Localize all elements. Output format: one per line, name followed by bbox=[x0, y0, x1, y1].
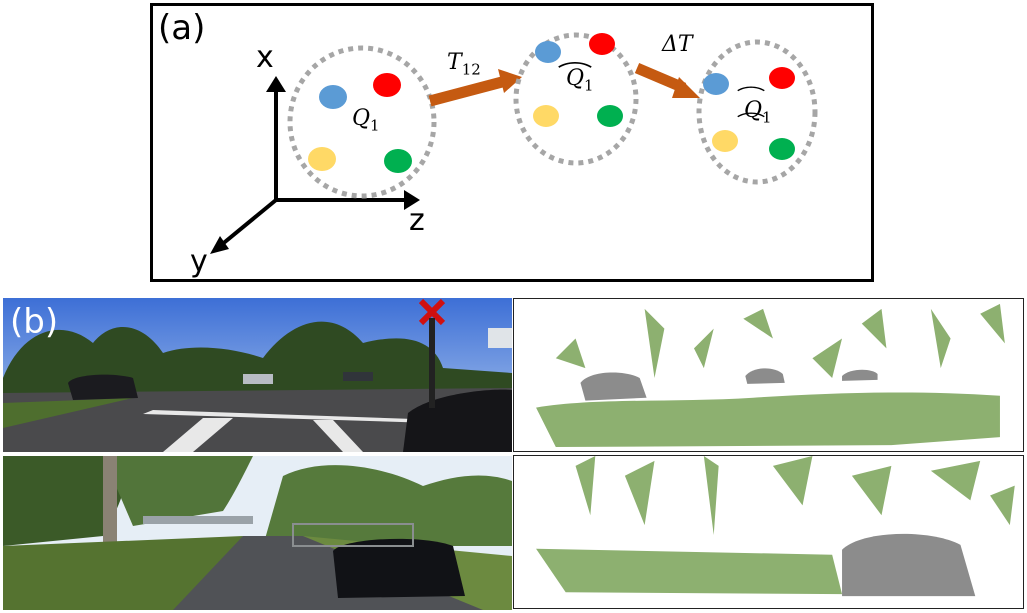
depth-map-2 bbox=[513, 455, 1024, 609]
cloud-3-yellow-point bbox=[712, 130, 738, 152]
point-cloud-3-boundary bbox=[696, 39, 818, 185]
cloud-2-label: ⌒ Q1 bbox=[557, 62, 593, 94]
depth-map-1 bbox=[513, 298, 1024, 452]
arrow-1-label: T12 bbox=[447, 50, 481, 79]
cloud-2-red-point bbox=[589, 33, 615, 55]
point-cloud-2-boundary bbox=[513, 32, 639, 166]
cloud-1-yellow-point bbox=[308, 147, 336, 171]
cloud-3-label: ⌒⌒ Q1 bbox=[737, 86, 772, 133]
transform-arrow-1-head bbox=[498, 69, 522, 93]
cloud-1-blue-point bbox=[319, 85, 347, 109]
hat-mark: ⌒ bbox=[557, 62, 593, 87]
z-axis-label: z bbox=[409, 203, 425, 238]
cloud-2-yellow-point bbox=[533, 105, 559, 127]
x-axis-arrowhead bbox=[266, 76, 286, 92]
panel-a-label: (a) bbox=[158, 8, 206, 48]
x-axis-label: x bbox=[256, 40, 274, 75]
panel-a-frame bbox=[150, 3, 874, 282]
z-axis-arrowhead bbox=[404, 190, 420, 210]
y-axis bbox=[218, 198, 278, 248]
cloud-1-red-point bbox=[373, 73, 401, 97]
point-cloud-1-boundary bbox=[287, 45, 437, 199]
transform-arrow-2-head bbox=[672, 77, 700, 98]
y-axis-arrowhead bbox=[210, 236, 229, 254]
street-photo-1 bbox=[3, 298, 512, 452]
y-axis-label: y bbox=[190, 244, 208, 279]
panel-a-diagram bbox=[210, 32, 818, 254]
panel-b-label: (b) bbox=[10, 302, 59, 342]
cloud-3-blue-point bbox=[703, 73, 729, 95]
street-photo-2 bbox=[3, 456, 512, 610]
double-hat-mark: ⌒⌒ bbox=[736, 86, 766, 133]
cloud-3-red-point bbox=[769, 67, 795, 89]
transform-arrow-1 bbox=[428, 76, 504, 107]
cloud-2-blue-point bbox=[535, 41, 561, 63]
cloud-1-green-point bbox=[384, 149, 412, 173]
cloud-1-label: Q1 bbox=[352, 106, 380, 135]
cloud-2-green-point bbox=[597, 105, 623, 127]
arrow-2-label: ΔT bbox=[662, 32, 693, 57]
cloud-3-green-point bbox=[769, 138, 795, 160]
transform-arrow-2 bbox=[634, 62, 687, 94]
